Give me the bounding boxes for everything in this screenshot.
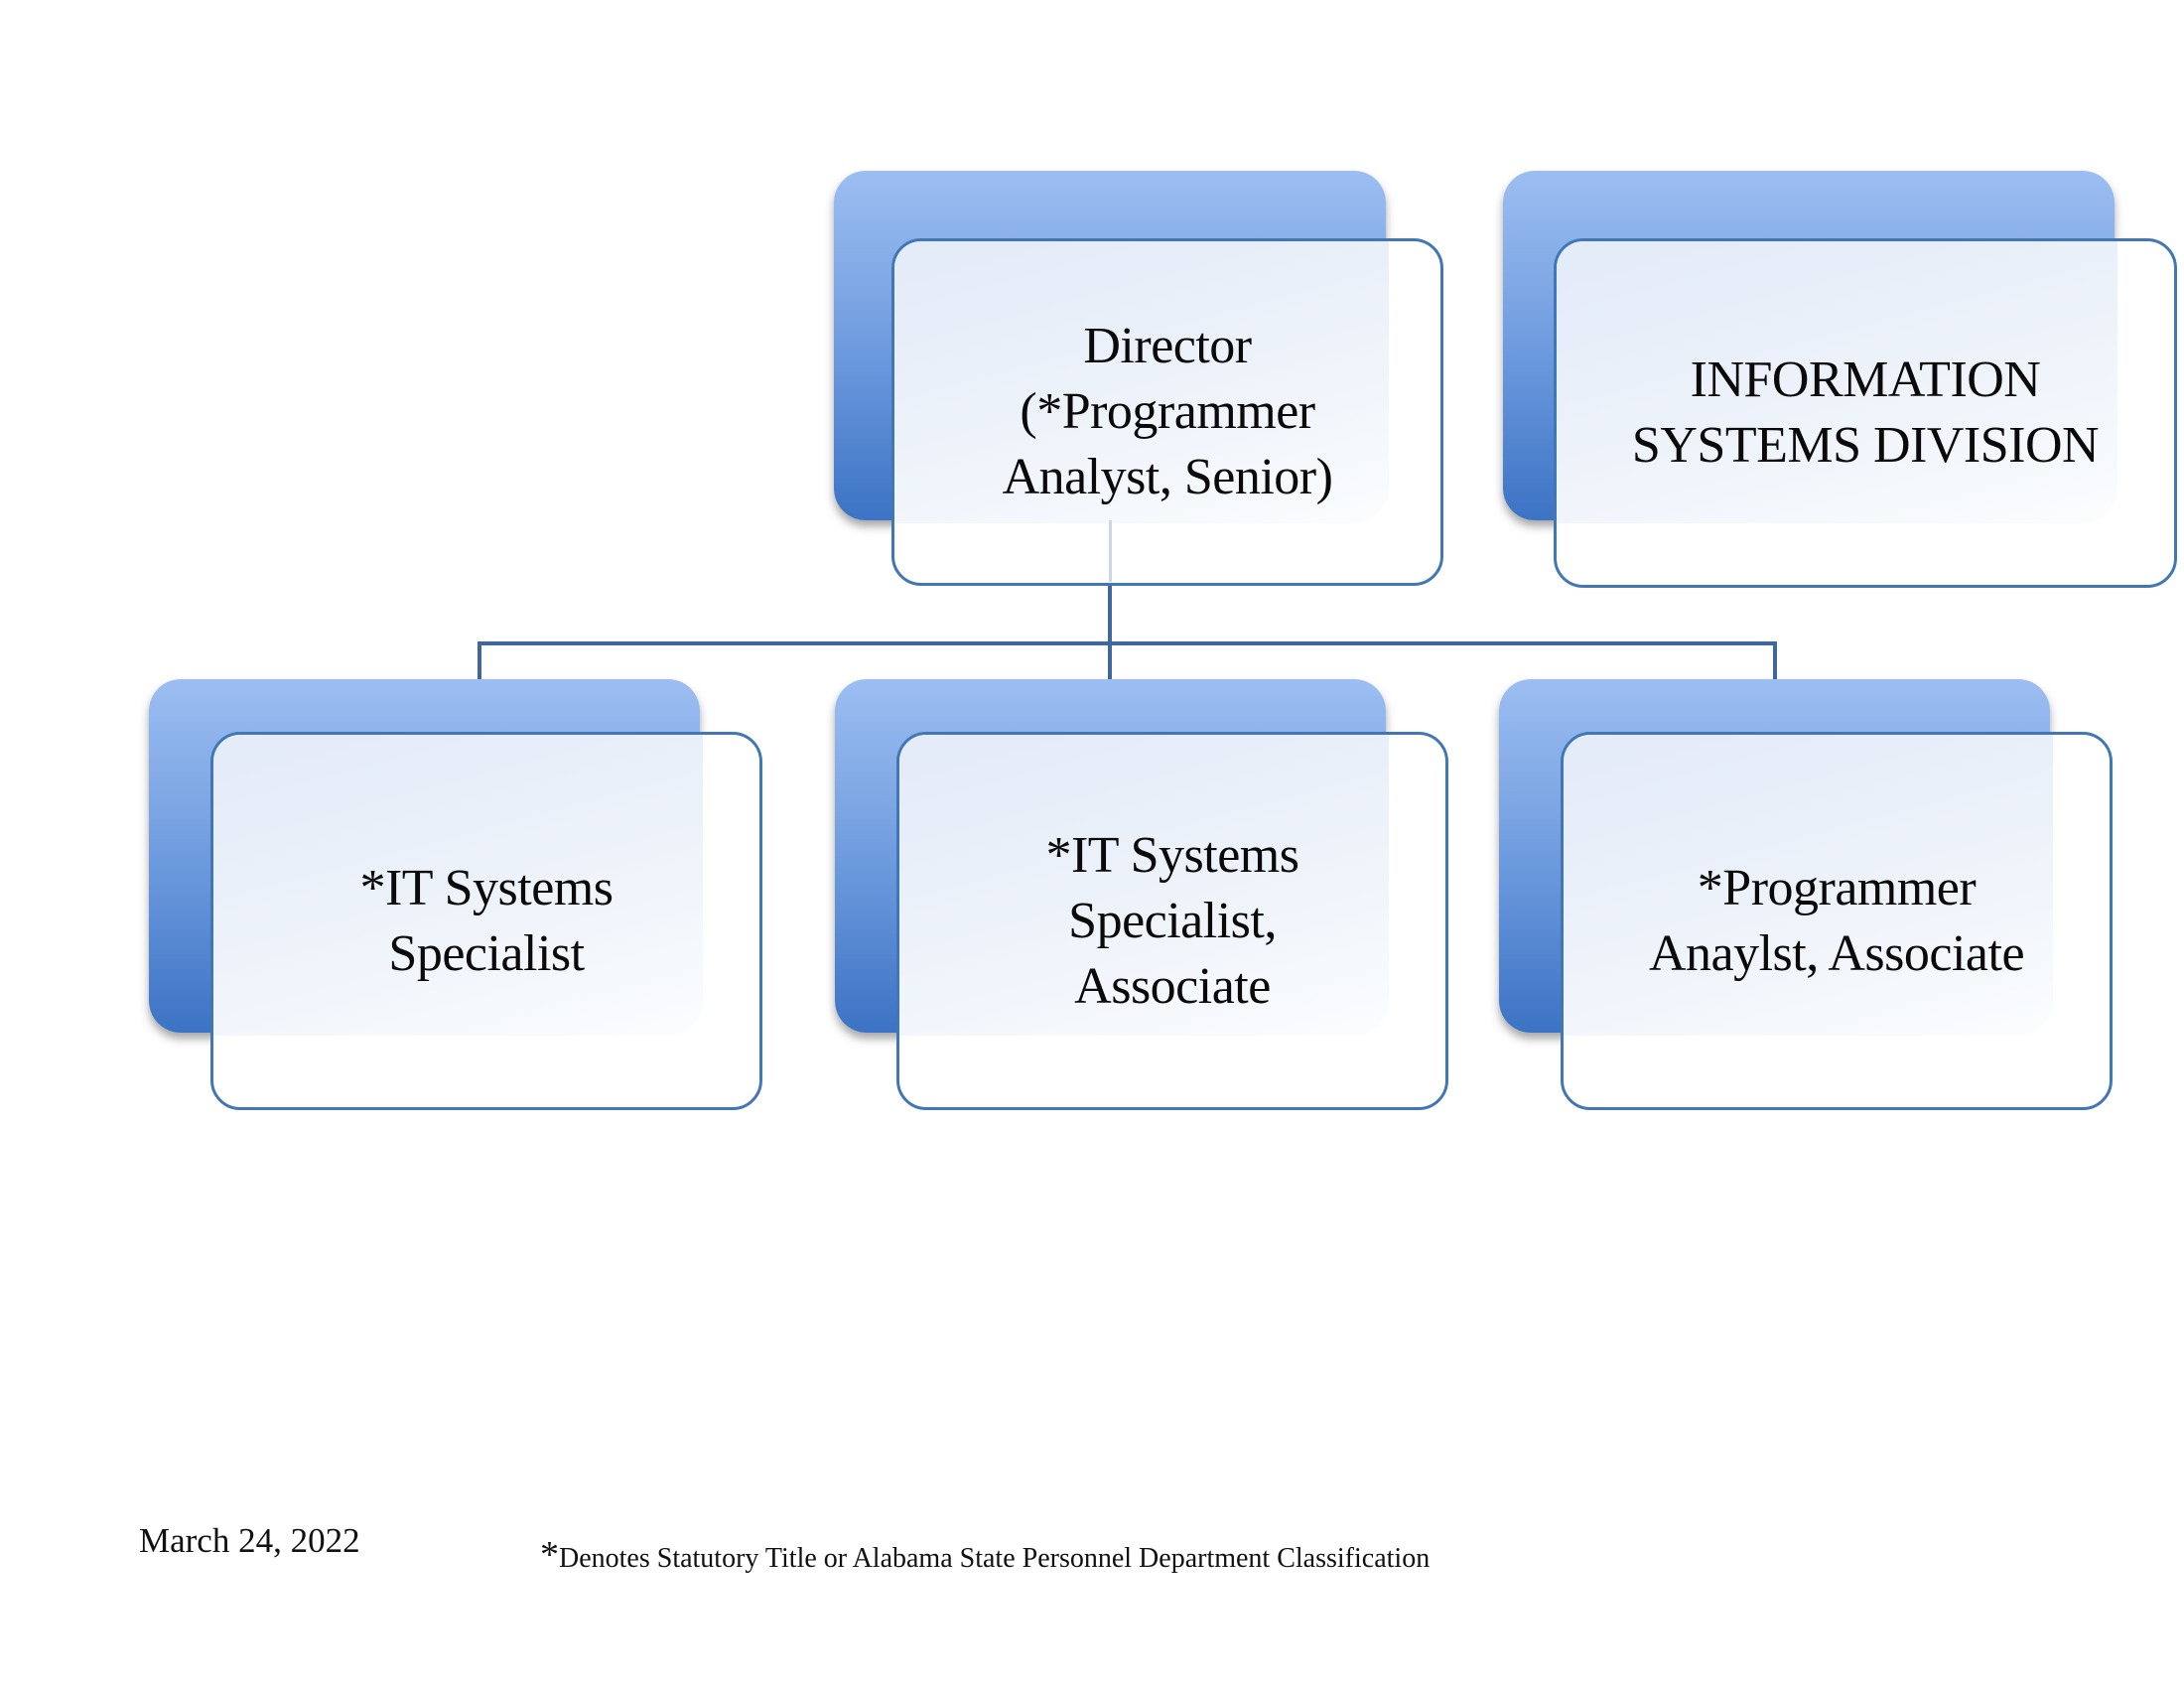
connector-drop-left: [478, 641, 481, 679]
programmer-analyst-associate-node: *Programmer Anaylst, Associate: [1561, 732, 2113, 1110]
it-systems-specialist-node-tint: [213, 735, 703, 1036]
footer-note: *Denotes Statutory Title or Alabama Stat…: [540, 1533, 1430, 1577]
it-systems-specialist-associate-line-1: *IT Systems: [1045, 826, 1299, 884]
connector-stem-director: [1108, 584, 1112, 645]
it-systems-specialist-line-2: Specialist: [388, 924, 585, 982]
connector-stem-inside-box: [1109, 520, 1112, 582]
it-systems-specialist-associate-node-tint: [899, 735, 1389, 1036]
footer-note-asterisk: *: [540, 1534, 559, 1576]
division-title-node-label: INFORMATION SYSTEMS DIVISION: [1557, 241, 2174, 585]
footer-date: March 24, 2022: [139, 1521, 360, 1560]
it-systems-specialist-line-1: *IT Systems: [359, 859, 614, 916]
connector-drop-right: [1773, 641, 1777, 679]
it-systems-specialist-associate-node-label: *IT Systems Specialist, Associate: [899, 735, 1445, 1107]
division-title-node-tint: [1557, 241, 2117, 523]
division-title-line-2: SYSTEMS DIVISION: [1631, 417, 2100, 474]
footer-note-text: Denotes Statutory Title or Alabama State…: [559, 1543, 1431, 1574]
director-line-1: Director: [1083, 318, 1252, 374]
division-title-line-1: INFORMATION: [1690, 352, 2041, 408]
director-line-3: Analyst, Senior): [1002, 449, 1333, 505]
programmer-analyst-associate-node-tint: [1564, 735, 2053, 1036]
it-systems-specialist-node-label: *IT Systems Specialist: [213, 735, 759, 1107]
it-systems-specialist-node: *IT Systems Specialist: [210, 732, 762, 1110]
director-line-2: (*Programmer: [1020, 383, 1315, 440]
director-node: Director (*Programmer Analyst, Senior): [891, 238, 1443, 586]
it-systems-specialist-associate-node: *IT Systems Specialist, Associate: [896, 732, 1448, 1110]
director-node-label: Director (*Programmer Analyst, Senior): [894, 241, 1440, 583]
programmer-analyst-associate-line-2: Anaylst, Associate: [1648, 924, 2025, 982]
director-node-tint: [894, 241, 1389, 523]
connector-horizontal-bar: [478, 641, 1777, 645]
it-systems-specialist-associate-line-3: Associate: [1074, 957, 1271, 1015]
programmer-analyst-associate-line-1: *Programmer: [1697, 859, 1977, 916]
connector-drop-middle: [1108, 645, 1112, 679]
division-title-node: INFORMATION SYSTEMS DIVISION: [1554, 238, 2177, 588]
it-systems-specialist-associate-line-2: Specialist,: [1068, 892, 1277, 949]
programmer-analyst-associate-node-label: *Programmer Anaylst, Associate: [1564, 735, 2110, 1107]
